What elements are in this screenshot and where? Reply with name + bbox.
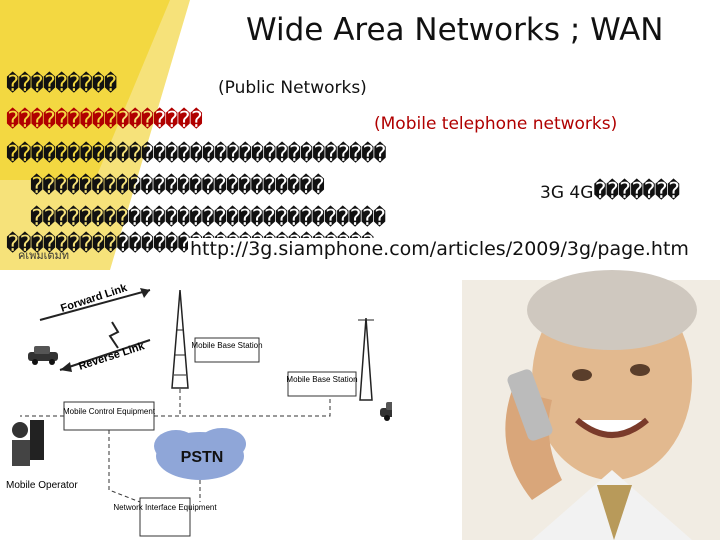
base-station-label-1: Mobile Base Station xyxy=(191,341,262,350)
reverse-link-label: Reverse Link xyxy=(77,340,147,373)
line-4-label: 3G 4G������� xyxy=(540,179,680,204)
mobile-operator-label: Mobile Operator xyxy=(6,480,78,491)
pstn-cloud xyxy=(154,428,246,480)
line-2-label: (Mobile telephone networks) xyxy=(374,114,618,134)
car-icon xyxy=(28,346,58,365)
phone-user-photo xyxy=(392,270,720,540)
hair-shape xyxy=(527,270,697,350)
page-title: Wide Area Networks ; WAN xyxy=(246,12,664,48)
line-1-text: ��������� xyxy=(6,72,117,97)
tie-shape xyxy=(597,485,632,540)
line-4-label-tail: ������� xyxy=(593,179,680,204)
pstn-label: PSTN xyxy=(181,449,224,466)
line-2-text: ���������������� xyxy=(6,108,203,133)
connector-line xyxy=(154,396,331,417)
mobile-network-diagram: Forward Link Reverse Link Mobile Base St… xyxy=(6,282,400,537)
line-4-text: ������������������������ xyxy=(30,174,325,199)
connector-line xyxy=(108,430,141,503)
base-station-box-2 xyxy=(287,371,357,397)
phone-icon xyxy=(507,369,553,441)
line-5-text: ����������������������������� xyxy=(30,206,386,231)
cell-tower-icon xyxy=(358,317,374,401)
line-4-label-main: 3G 4G xyxy=(540,183,594,203)
line-3-text: ������������������������������� xyxy=(6,142,387,167)
base-station-label-2: Mobile Base Station xyxy=(286,375,357,384)
operator-icon xyxy=(12,420,44,466)
signal-bolt-icon xyxy=(108,321,120,349)
more-info-label: คเพมเตมท xyxy=(18,250,70,262)
forward-link-arrow xyxy=(39,288,151,321)
base-station-box-1 xyxy=(194,337,260,363)
line-1-label: (Public Networks) xyxy=(218,78,367,98)
connector-line xyxy=(154,388,181,417)
reference-link[interactable]: http://3g.siamphone.com/articles/2009/3g… xyxy=(188,238,691,260)
control-equipment-label: Mobile Control Equipment xyxy=(63,407,156,416)
network-interface-label: Network Interface Equipment xyxy=(113,503,217,512)
cell-tower-icon xyxy=(171,289,189,389)
yellow-stripe-inner xyxy=(0,0,170,180)
decorative-background xyxy=(0,0,190,270)
network-interface-box xyxy=(139,497,191,537)
reverse-link-arrow xyxy=(59,339,151,372)
